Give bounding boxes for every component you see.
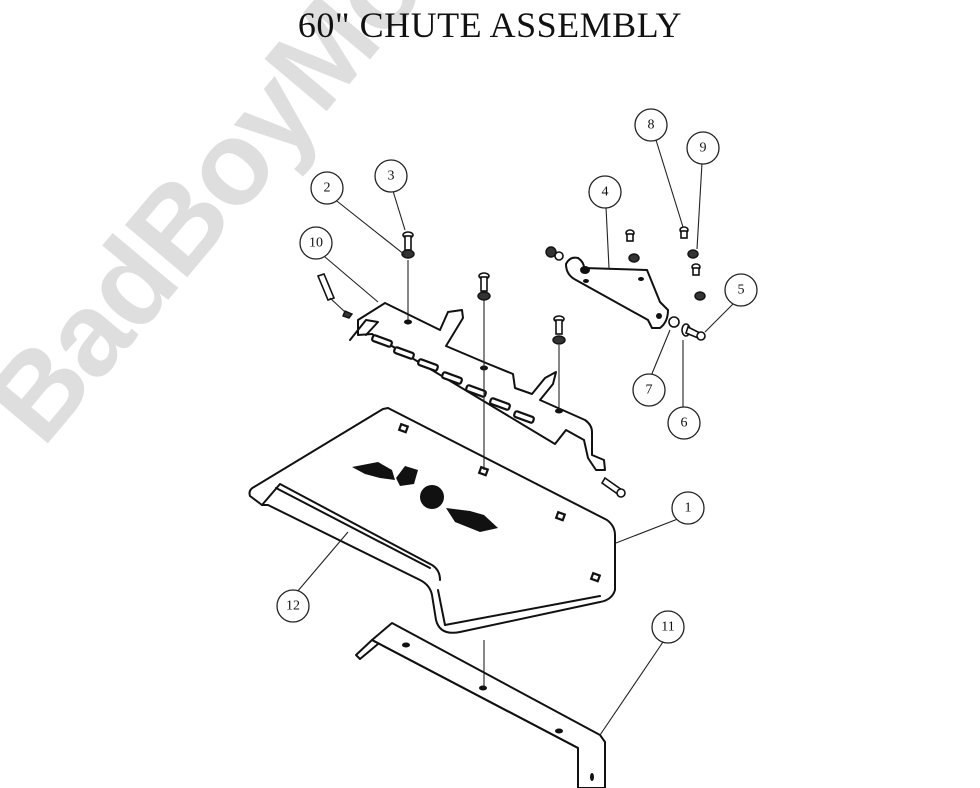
mounting-plate-part: [349, 302, 606, 471]
callout-10: 10: [299, 226, 333, 260]
bracket-hardware: [625, 226, 706, 341]
callout-label: 9: [700, 141, 707, 156]
callout-label: 2: [324, 181, 331, 196]
callout-label: 3: [388, 169, 395, 184]
lower-support-bar-part: [355, 622, 606, 788]
chute-deflector-part: [248, 407, 616, 634]
callout-3: 3: [374, 159, 408, 193]
callout-11: 11: [651, 610, 685, 644]
callout-9: 9: [686, 131, 720, 165]
callout-label: 5: [738, 283, 745, 298]
callout-8: 8: [634, 108, 668, 142]
diagram-title: 60" CHUTE ASSEMBLY: [297, 5, 683, 45]
callout-1: 1: [671, 491, 705, 525]
pivot-bracket-part: [545, 246, 669, 329]
callout-2: 2: [310, 171, 344, 205]
mounting-hardware: [316, 231, 626, 688]
callout-7: 7: [632, 373, 666, 407]
callout-label: 1: [685, 501, 692, 516]
callout-label: 6: [681, 416, 688, 431]
callout-label: 10: [309, 236, 323, 251]
callout-label: 12: [286, 599, 300, 614]
callout-label: 4: [602, 185, 609, 200]
callout-12: 12: [276, 589, 310, 623]
callout-6: 6: [667, 406, 701, 440]
callout-label: 7: [646, 383, 653, 398]
callout-5: 5: [724, 273, 758, 307]
brand-logo-mark: [352, 462, 498, 532]
callout-label: 11: [661, 620, 674, 635]
callout-label: 8: [648, 118, 655, 133]
callout-4: 4: [588, 175, 622, 209]
leader-lines: [296, 139, 736, 736]
